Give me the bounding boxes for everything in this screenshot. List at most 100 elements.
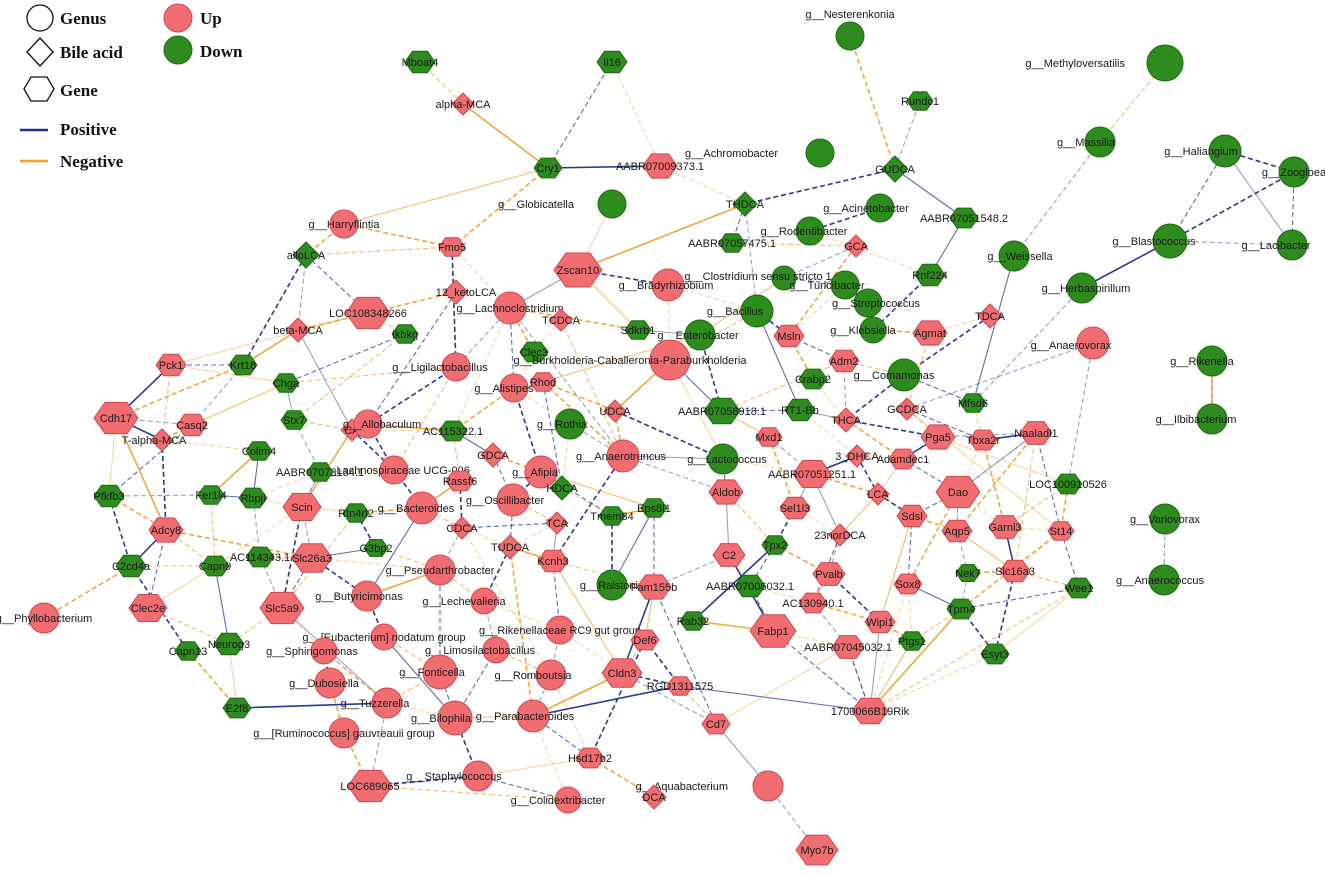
bile-acid-node-shape (549, 308, 573, 332)
genus-node-shape (424, 554, 456, 586)
gene-node-shape (708, 479, 744, 505)
node-label: beta-MCA (273, 325, 323, 337)
node-genus: g__Lachnoclostridium (456, 291, 564, 325)
gene-node-shape (703, 397, 741, 425)
node-label: Slc26a3 (292, 553, 332, 565)
node-label: Tmem84 (590, 511, 633, 523)
node-genus: g__Butyricimonas (315, 580, 403, 612)
node-label: Scin (291, 502, 312, 514)
gene-node-shape (792, 460, 832, 488)
legend-positive-label: Positive (60, 120, 117, 139)
node-gene: Hsd17b2 (568, 747, 612, 769)
positive-edge (744, 168, 896, 205)
negative-edge (809, 230, 931, 276)
negative-edge (561, 487, 613, 517)
node-gene: AABR07051548.2 (920, 207, 1008, 229)
node-label: g__Lechevalieria (422, 596, 506, 608)
node-label: g__Clostridium sensu stricto 1 (684, 271, 831, 283)
gene-node-shape (272, 373, 300, 393)
negative-edge (731, 242, 857, 247)
genus-node-shape (1084, 126, 1116, 158)
node-bile: alpha-MCA (435, 92, 491, 116)
positive-edge (972, 255, 1015, 404)
gene-node-shape (666, 676, 694, 696)
genus-node-shape (496, 483, 530, 517)
positive-edge (1224, 150, 1293, 246)
node-label: g__Bacteroides (378, 503, 455, 515)
bile-acid-node-shape (451, 92, 475, 116)
gene-node-shape (955, 564, 981, 582)
gene-node-shape (712, 543, 746, 567)
negative-edge (509, 307, 639, 331)
node-genus: g__Klebsiella (830, 316, 897, 344)
node-gene: LOC689065 (340, 769, 400, 803)
node-label: Mfsd6 (958, 398, 988, 410)
positive-edge (622, 455, 727, 493)
negative-edge (589, 757, 655, 798)
gene-node-shape (734, 574, 766, 598)
node-genus: g__Globicatella (498, 189, 627, 219)
node-gene: Aqp5 (941, 519, 973, 543)
node-label: g__[Eubacterium] nodatum group (302, 632, 465, 644)
negative-edge (869, 608, 962, 712)
gene-node-shape (906, 91, 934, 111)
gene-node-shape (784, 398, 816, 422)
node-label: Pga5 (925, 432, 951, 444)
node-bile: TCDCA (542, 308, 581, 332)
node-label: 1700066B19Rik (831, 706, 910, 718)
negative-edge (937, 436, 1069, 485)
positive-edge (108, 495, 132, 567)
node-genus: g__Lechevalieria (422, 587, 506, 615)
gene-node-shape (174, 641, 202, 661)
node-bile: 23norDCA (814, 523, 866, 547)
genus-node-shape (314, 667, 346, 699)
genus-node-shape (1076, 326, 1110, 360)
node-label: G3bp2 (359, 543, 392, 555)
positive-edge (907, 515, 913, 585)
negative-edge (462, 103, 549, 169)
negative-edge (956, 432, 1037, 532)
node-bile: CDCA (446, 516, 478, 540)
node-label: Cd7 (706, 719, 726, 731)
node-gene: Aldob (708, 479, 744, 505)
node-gene: Fabp1 (749, 614, 797, 648)
bile-acid-node-shape (895, 397, 919, 421)
node-gene: Stx7 (280, 410, 308, 430)
bile-acid-node-shape (833, 407, 859, 433)
negative-edge (311, 557, 441, 571)
node-label: 3_DHCA (835, 451, 879, 463)
bile-acid-node-shape (603, 399, 627, 423)
gene-node-shape (228, 354, 258, 376)
gene-node-shape (642, 153, 678, 179)
node-label: g__Bradyrhizobium (619, 280, 714, 292)
node-label: Esyt3 (981, 649, 1009, 661)
gene-node-shape (391, 324, 419, 344)
node-label: g__Lachnospiraceae UCG-006 (318, 465, 470, 477)
genus-node-shape (535, 659, 567, 691)
genus-node-shape (1152, 223, 1188, 259)
node-label: Pck1 (159, 360, 183, 372)
node-label: THCA (831, 415, 862, 427)
node-label: GDCA (477, 450, 509, 462)
genus-node-shape (1149, 503, 1181, 535)
node-label: Zscan10 (557, 265, 599, 277)
node-gene: Pfkfb3 (93, 484, 125, 508)
node-gene: Tpx2 (761, 535, 789, 555)
node-label: Def6 (633, 635, 656, 647)
node-label: AABR07057475.1 (688, 238, 776, 250)
node-genus: g__Romboutsia (494, 659, 572, 691)
node-label: Ikbkg (392, 329, 418, 341)
gene-node-shape (999, 559, 1031, 583)
node-label: GUDCA (875, 164, 915, 176)
node-label: g__Variovorax (1130, 514, 1201, 526)
node-label: GCA (844, 241, 869, 253)
genus-node-shape (422, 654, 458, 690)
bile-acid-node-shape (480, 442, 506, 468)
node-gene: Agmat (912, 320, 948, 346)
positive-edge (297, 329, 353, 431)
node-bile: beta-MCA (273, 317, 323, 343)
positive-edge (589, 639, 646, 759)
gene-node-shape (864, 610, 896, 634)
node-bile: TDCA (975, 303, 1006, 329)
